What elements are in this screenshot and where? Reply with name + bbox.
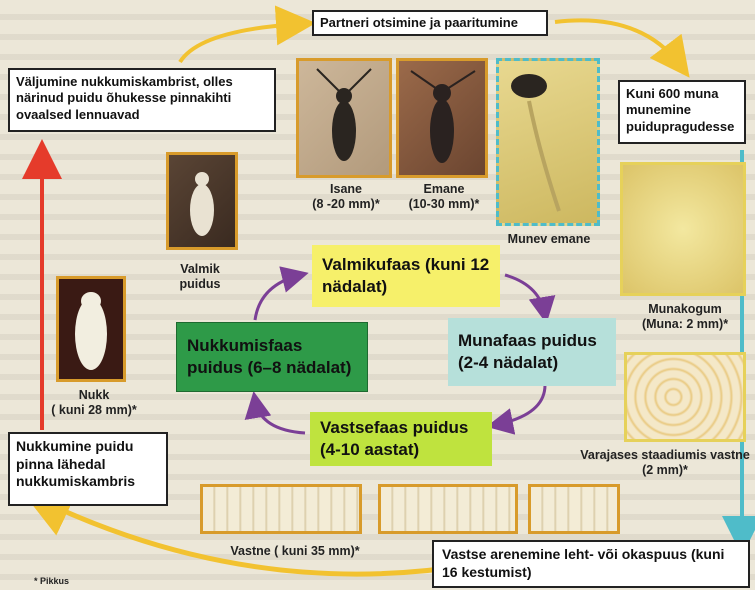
phase-adult: Valmikufaas (kuni 12 nädalat) — [312, 245, 500, 307]
caption-egg-laying-female: Munev emane — [494, 232, 604, 247]
caption-larva: Vastne ( kuni 35 mm)* — [220, 544, 370, 559]
footnote: * Pikkus — [34, 576, 114, 587]
photo-egg-laying-female — [496, 58, 600, 226]
photo-pupa — [56, 276, 126, 382]
beetle-icon — [169, 155, 235, 247]
photo-larva-3 — [528, 484, 620, 534]
box-larva-development: Vastse arenemine leht- või okaspuus (kun… — [432, 540, 750, 588]
photo-male-beetle — [296, 58, 392, 178]
photo-adult-in-wood — [166, 152, 238, 250]
box-eggs-laying: Kuni 600 muna munemine puidupragudesse — [618, 80, 746, 144]
cycle-arrow-larva-to-pupa — [255, 400, 305, 433]
photo-larva-1 — [200, 484, 362, 534]
phase-pupa: Nukkumisfaas puidus (6–8 nädalat) — [176, 322, 368, 392]
cycle-arrow-egg-to-larva — [495, 385, 545, 425]
cycle-arrow-adult-to-egg — [505, 275, 545, 315]
beetle-icon — [499, 61, 597, 223]
caption-egg-cluster: Munakogum (Muna: 2 mm)* — [620, 302, 750, 332]
box-exit: Väljumine nukkumiskambrist, olles närinu… — [8, 68, 276, 132]
phase-egg: Munafaas puidus (2-4 nädalat) — [448, 318, 616, 386]
pupa-icon — [59, 279, 123, 379]
phase-larva: Vastsefaas puidus (4-10 aastat) — [310, 412, 492, 466]
arrow-exit-to-mating — [180, 24, 300, 62]
cycle-arrow-pupa-to-adult — [255, 275, 300, 320]
beetle-icon — [299, 61, 389, 175]
photo-female-beetle — [396, 58, 488, 178]
caption-early-larva: Varajases staadiumis vastne (2 mm)* — [576, 448, 754, 478]
beetle-icon — [399, 61, 485, 175]
caption-female: Emane (10-30 mm)* — [394, 182, 494, 212]
caption-male: Isane (8 -20 mm)* — [296, 182, 396, 212]
caption-pupa: Nukk ( kuni 28 mm)* — [44, 388, 144, 418]
photo-larva-2 — [378, 484, 518, 534]
box-pupation: Nukkumine puidu pinna lähedal nukkumiska… — [8, 432, 168, 506]
photo-egg-cluster — [620, 162, 746, 296]
photo-early-larva — [624, 352, 746, 442]
box-mating: Partneri otsimine ja paaritumine — [312, 10, 548, 36]
caption-adult-in-wood: Valmik puidus — [160, 262, 240, 292]
